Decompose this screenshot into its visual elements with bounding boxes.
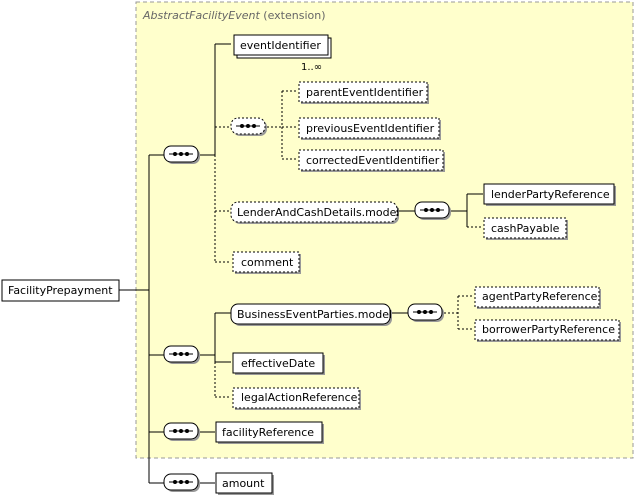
root-element[interactable]: FacilityPrepayment (1, 279, 120, 302)
choice-compositor (230, 117, 267, 136)
element-facility-reference[interactable]: facilityReference (215, 421, 324, 444)
parent-event-identifier-label: parentEventIdentifier (306, 86, 424, 99)
element-effective-date[interactable]: effectiveDate (232, 352, 325, 375)
effective-date-label: effectiveDate (241, 357, 315, 370)
event-identifier-label: eventIdentifier (240, 39, 321, 52)
sequence-compositor-lender (414, 201, 451, 220)
element-event-identifier[interactable]: eventIdentifier (233, 34, 332, 59)
extension-title: AbstractFacilityEvent (extension) (142, 9, 326, 22)
legal-action-reference-label: legalActionReference (241, 391, 358, 404)
element-parent-event-identifier[interactable]: parentEventIdentifier (298, 81, 429, 104)
element-corrected-event-identifier[interactable]: correctedEventIdentifier (298, 149, 445, 172)
facility-reference-label: facilityReference (222, 426, 314, 439)
sequence-compositor (163, 145, 200, 164)
root-label: FacilityPrepayment (8, 284, 113, 297)
element-cash-payable[interactable]: cashPayable (483, 217, 568, 240)
extension-base-name: AbstractFacilityEvent (142, 9, 260, 22)
lender-and-cash-details-model-label: LenderAndCashDetails.model (237, 206, 399, 219)
borrower-party-reference-label: borrowerPartyReference (482, 323, 615, 336)
element-previous-event-identifier[interactable]: previousEventIdentifier (298, 117, 441, 140)
comment-label: comment (241, 256, 294, 269)
previous-event-identifier-label: previousEventIdentifier (306, 122, 435, 135)
cash-payable-label: cashPayable (491, 222, 560, 235)
element-comment[interactable]: comment (232, 251, 301, 274)
business-event-parties-model-label: BusinessEventParties.model (237, 308, 392, 321)
element-amount[interactable]: amount (215, 472, 274, 495)
group-business-event-parties-model[interactable]: BusinessEventParties.model (230, 303, 392, 326)
choice-compositor-parties (407, 303, 444, 322)
event-identifier-occurs: 1..∞ (301, 62, 322, 73)
element-legal-action-reference[interactable]: legalActionReference (232, 387, 361, 410)
element-agent-party-reference[interactable]: agentPartyReference (474, 286, 601, 309)
sequence-compositor-2 (163, 345, 200, 364)
sequence-compositor-4 (163, 473, 200, 492)
element-borrower-party-reference[interactable]: borrowerPartyReference (474, 319, 621, 342)
extension-suffix: (extension) (263, 9, 325, 22)
sequence-compositor-3 (163, 422, 200, 441)
agent-party-reference-label: agentPartyReference (482, 290, 598, 303)
connector-lines (119, 43, 483, 484)
group-lender-and-cash-details-model[interactable]: LenderAndCashDetails.model (230, 201, 399, 224)
lender-party-reference-label: lenderPartyReference (491, 188, 610, 201)
corrected-event-identifier-label: correctedEventIdentifier (306, 154, 440, 167)
amount-label: amount (222, 477, 265, 490)
element-lender-party-reference[interactable]: lenderPartyReference (483, 183, 616, 206)
